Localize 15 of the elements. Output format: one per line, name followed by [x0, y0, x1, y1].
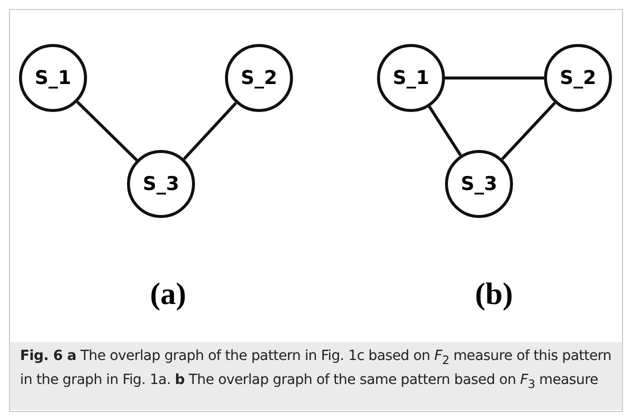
node-label: S_2	[240, 67, 278, 89]
graph-edge	[445, 76, 544, 80]
figure-caption: Fig. 6 a The overlap graph of the pattern in Fig. 1c based on F$_{2}$ measure of this pattern in the graph in Fig. 1a. b The overlap graph of the same pattern based on F$_{3}$ measure	[10, 342, 622, 410]
graph-node-circle	[127, 150, 195, 218]
subfigure-label: (b)	[475, 276, 513, 312]
graph-edge	[76, 100, 138, 162]
graph-edge	[501, 102, 556, 160]
subfigure-label: (a)	[150, 276, 186, 312]
graph-edge	[428, 106, 462, 156]
node-label: S_3	[460, 173, 498, 195]
graph-edge	[182, 102, 238, 160]
node-label: S_3	[142, 173, 180, 195]
node-label: S_1	[392, 67, 430, 89]
node-label: S_1	[34, 67, 72, 89]
node-label: S_2	[560, 67, 596, 89]
